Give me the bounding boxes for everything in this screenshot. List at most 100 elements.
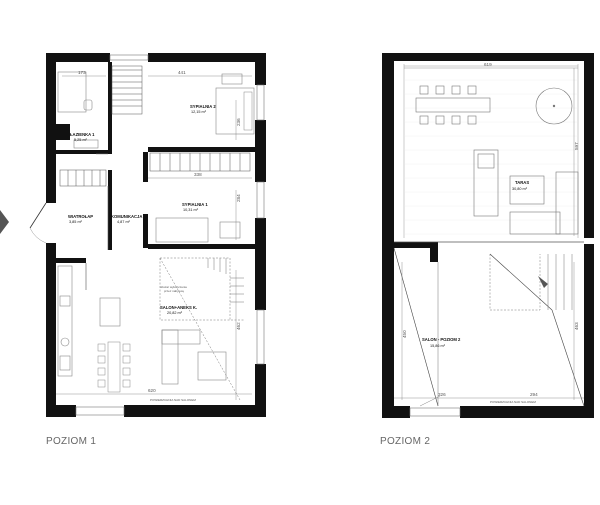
svg-text:5,25 m²: 5,25 m² [74, 138, 88, 142]
dim-597: 597 [574, 142, 579, 150]
wall2-top [382, 53, 588, 61]
room-label-salon-aneks: SALON+ANEKS K. 20,82 m² [160, 305, 197, 315]
dim-173: 173 [78, 70, 86, 75]
bottom-note-floor-1: POWIERZCHNIA NAD SALONEM [150, 398, 196, 402]
kitchen-counter [57, 265, 73, 377]
dim-462: 462 [236, 322, 241, 330]
wall-bath-inner [56, 124, 70, 140]
dim-450: 450 [402, 330, 407, 338]
wall2-right-lower [584, 244, 594, 418]
bathtub [57, 71, 87, 113]
dim-284: 284 [236, 194, 241, 202]
svg-text:12,15 m²: 12,15 m² [191, 110, 207, 114]
wall-bath-right [108, 62, 112, 154]
wall-bath-bottom [56, 150, 112, 154]
floor-2-plan [382, 53, 594, 418]
floor-title-2: POZIOM 2 [380, 436, 431, 447]
svg-text:3,85 m²: 3,85 m² [69, 220, 83, 224]
entrance-door-swing [29, 227, 47, 244]
bed-2-pillow [243, 91, 253, 131]
desk-2 [221, 73, 243, 85]
bottom-note-floor-2: POWIERZCHNIA NAD SALONEM [490, 400, 536, 404]
window-right-3 [256, 309, 265, 365]
dim-620: 620 [148, 388, 156, 393]
kitchen-island [99, 297, 121, 327]
room-label-sypialnia-2: SYPIALNIA 2 12,15 m² [190, 104, 216, 114]
wall-bed1-left-lower [143, 214, 148, 248]
dimension-lines-floor-2 [394, 67, 584, 400]
wall2-left [382, 53, 394, 418]
bed-2 [215, 87, 255, 135]
wall-bed2-bottom [148, 147, 255, 152]
wall-hall-bottom [56, 258, 86, 263]
floor-1-plan [29, 53, 266, 417]
stairs-floor-2 [489, 253, 585, 407]
svg-text:SALON+ANEKS K.: SALON+ANEKS K. [160, 305, 197, 310]
washbasin [73, 139, 99, 149]
wall-top-right [148, 53, 266, 62]
wall2-mid [394, 242, 438, 248]
room-label-komunikacja: KOMUNIKACJA 4,87 m² [111, 214, 142, 224]
stair-note-2: przez nabywcę [164, 289, 184, 293]
wall2-mid-stub [430, 242, 438, 262]
terrace-jacuzzi-center [552, 104, 556, 108]
wall2-bottom-right [460, 406, 594, 418]
wall-bed1-left [143, 152, 148, 182]
stairs-floor-1 [159, 257, 244, 401]
dim-294: 294 [530, 392, 538, 397]
desk-1 [219, 221, 241, 239]
svg-text:10,31 m²: 10,31 m² [183, 208, 199, 212]
dim-326: 326 [438, 392, 446, 397]
dining-set [97, 341, 131, 393]
floor-title-1: POZIOM 1 [46, 436, 97, 447]
stair-note-1: obszar wykończenie [160, 285, 187, 289]
window-top [109, 54, 149, 61]
wardrobe-bed2 [111, 65, 143, 115]
dim-236: 236 [236, 118, 241, 126]
room-label-sypialnia-1: SYPIALNIA 1 10,31 m² [182, 202, 208, 212]
wall-left-lower [46, 243, 56, 417]
wall-bottom-left [46, 405, 76, 417]
svg-text:SYPIALNIA 2: SYPIALNIA 2 [190, 104, 216, 109]
wall-top-left [46, 53, 110, 62]
svg-text:4,87 m²: 4,87 m² [117, 220, 131, 224]
room-label-salon-poziom-2: SALON - POZIOM 2 15,86 m² [422, 337, 461, 348]
wall2-bottom-left [382, 406, 410, 418]
wall-right-3 [255, 218, 266, 310]
svg-text:KOMUNIKACJA: KOMUNIKACJA [111, 214, 142, 219]
wardrobe-bed1 [149, 152, 251, 172]
dimension-lines-floor-1 [56, 75, 252, 400]
window-bottom-2 [409, 407, 461, 417]
terrace-lounge [473, 149, 579, 235]
svg-text:SYPIALNIA 1: SYPIALNIA 1 [182, 202, 208, 207]
bed-1 [155, 217, 209, 243]
room-label-wiatrolap: WIATROŁAP 3,85 m² [68, 214, 93, 224]
svg-text:30,80 m²: 30,80 m² [512, 187, 528, 191]
wall-bottom-right [124, 405, 266, 417]
window-bottom [75, 406, 125, 416]
wall-right-4 [255, 364, 266, 417]
dim-463: 463 [574, 322, 579, 330]
wardrobe-hall [59, 169, 107, 187]
dim-338: 338 [194, 172, 202, 177]
svg-text:20,82 m²: 20,82 m² [167, 311, 183, 315]
window-right-1 [256, 84, 265, 121]
svg-text:15,86 m²: 15,86 m² [430, 344, 446, 348]
svg-text:WIATROŁAP: WIATROŁAP [68, 214, 93, 219]
wall-right-2 [255, 120, 266, 182]
terrace-jacuzzi [535, 87, 573, 125]
room-label-taras: TARAS 30,80 m² [512, 180, 529, 191]
toilet [83, 99, 93, 111]
wall-closet-lower [108, 170, 112, 250]
wall2-right-upper [584, 53, 594, 238]
wall-left-upper [46, 53, 56, 203]
dim-441: 441 [178, 70, 186, 75]
chevron-left-icon[interactable] [0, 210, 9, 234]
window-right-2 [256, 181, 265, 219]
sofa-floor-1 [161, 329, 227, 385]
svg-text:TARAS: TARAS [515, 180, 529, 185]
wall-bed1-bottom [148, 244, 255, 249]
door-swing-2 [419, 395, 441, 407]
dim-619: 619 [484, 62, 492, 67]
